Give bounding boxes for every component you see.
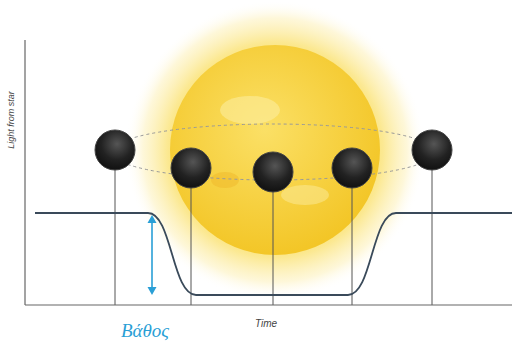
axis-label: Light from star xyxy=(7,91,17,149)
star xyxy=(125,0,425,300)
light-curve xyxy=(35,213,512,295)
planets xyxy=(95,130,452,192)
axes xyxy=(25,40,512,305)
depth-arrow xyxy=(148,215,157,295)
axis-label: Time xyxy=(255,318,277,329)
depth-label: Βάθος xyxy=(121,321,169,342)
